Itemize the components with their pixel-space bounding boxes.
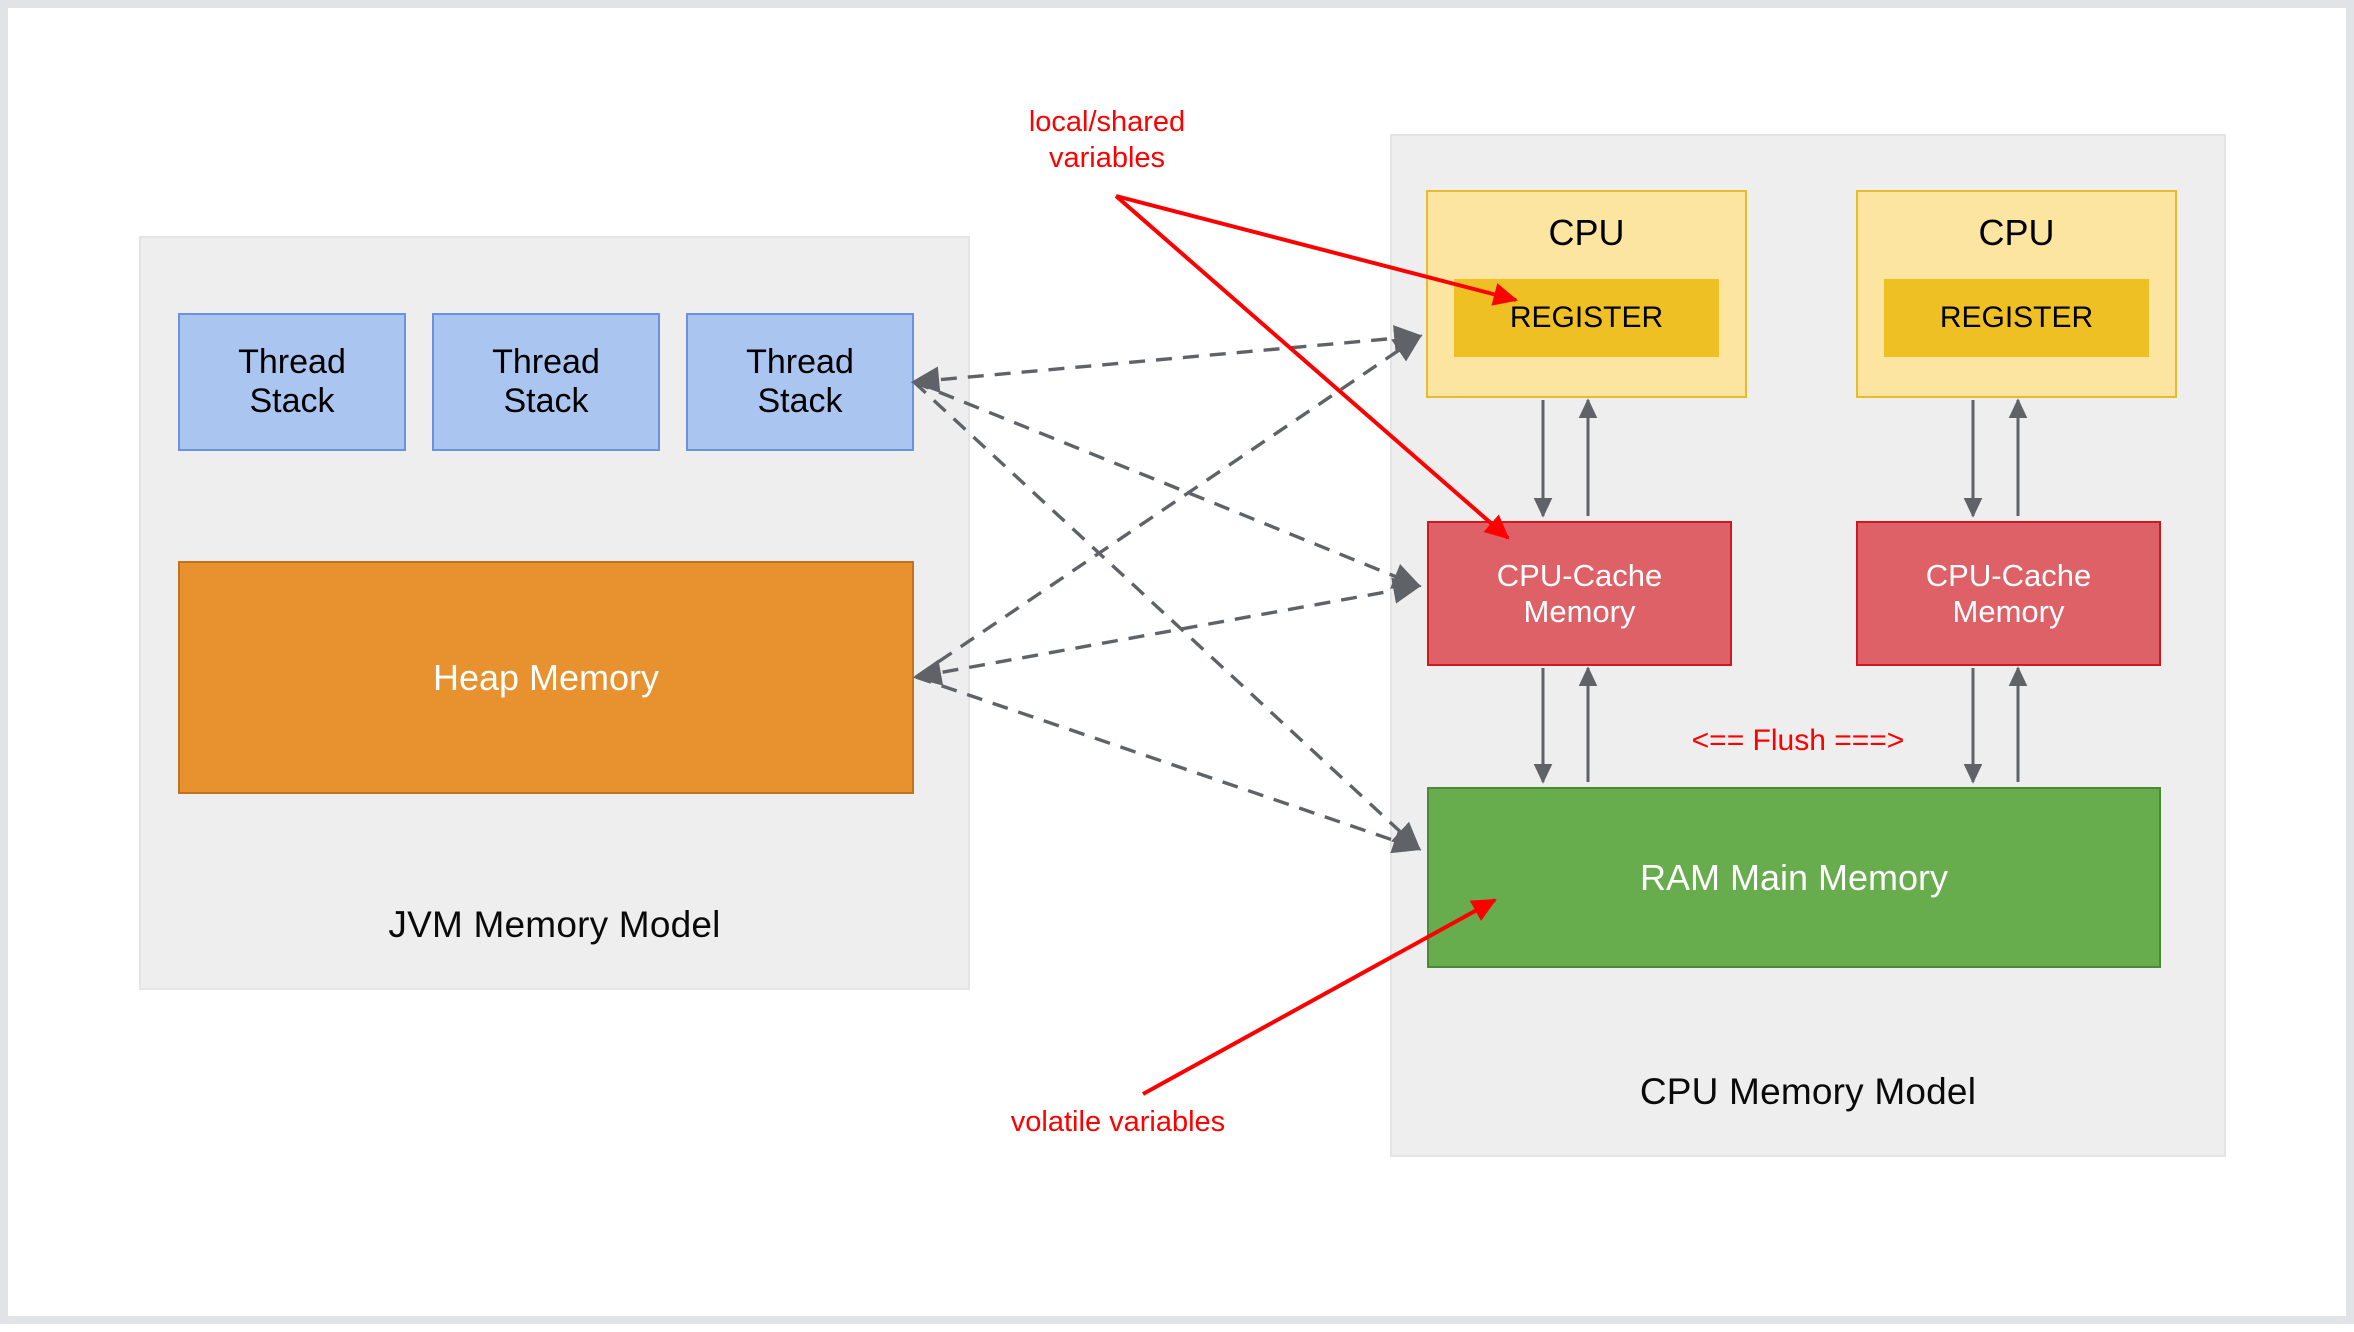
register-label-2: REGISTER <box>1939 300 2094 334</box>
register-box-1: REGISTER <box>1454 279 1719 357</box>
dashed-heap-to-register <box>915 334 1423 679</box>
thread-stack-label-3: Thread Stack <box>746 342 854 420</box>
dashed-thread-to-ram <box>912 380 1421 851</box>
dashed-thread-to-cache <box>913 380 1422 589</box>
ram-main-memory-box: RAM Main Memory <box>1427 787 2161 968</box>
jvm-panel-title: JVM Memory Model <box>388 904 721 945</box>
heap-memory-label: Heap Memory <box>432 656 660 698</box>
cpu-cache-memory-box-2: CPU-Cache Memory <box>1856 521 2161 666</box>
thread-stack-box-3: Thread Stack <box>686 313 914 451</box>
ram-main-memory-label: RAM Main Memory <box>1639 856 1949 898</box>
cpu-cache-memory-box-1: CPU-Cache Memory <box>1427 521 1732 666</box>
dashed-connector-group <box>910 325 1423 854</box>
thread-stack-box-1: Thread Stack <box>178 313 406 451</box>
cpu-label-2: CPU <box>1978 212 2055 253</box>
annotation-local-shared-variables: local/shared variables <box>1028 106 1186 175</box>
annotation-volatile-variables: volatile variables <box>1010 1106 1226 1138</box>
dashed-thread-to-register <box>910 325 1423 393</box>
heap-memory-box: Heap Memory <box>178 561 914 794</box>
cpu-panel-title: CPU Memory Model <box>1639 1071 1977 1112</box>
thread-stack-label-1: Thread Stack <box>238 342 346 420</box>
dashed-heap-to-ram <box>915 675 1422 854</box>
thread-stack-label-2: Thread Stack <box>492 342 600 420</box>
cpu-label-1: CPU <box>1548 212 1625 253</box>
cpu-box-1: CPU REGISTER <box>1426 190 1747 398</box>
cpu-cache-memory-label-1: CPU-Cache Memory <box>1496 557 1663 629</box>
thread-stack-box-2: Thread Stack <box>432 313 660 451</box>
cpu-cache-memory-label-2: CPU-Cache Memory <box>1925 557 2092 629</box>
register-label-1: REGISTER <box>1509 300 1664 334</box>
annotation-flush: <== Flush ===> <box>1691 724 1905 757</box>
dashed-heap-to-cache <box>912 577 1422 686</box>
register-box-2: REGISTER <box>1884 279 2149 357</box>
cpu-box-2: CPU REGISTER <box>1856 190 2177 398</box>
